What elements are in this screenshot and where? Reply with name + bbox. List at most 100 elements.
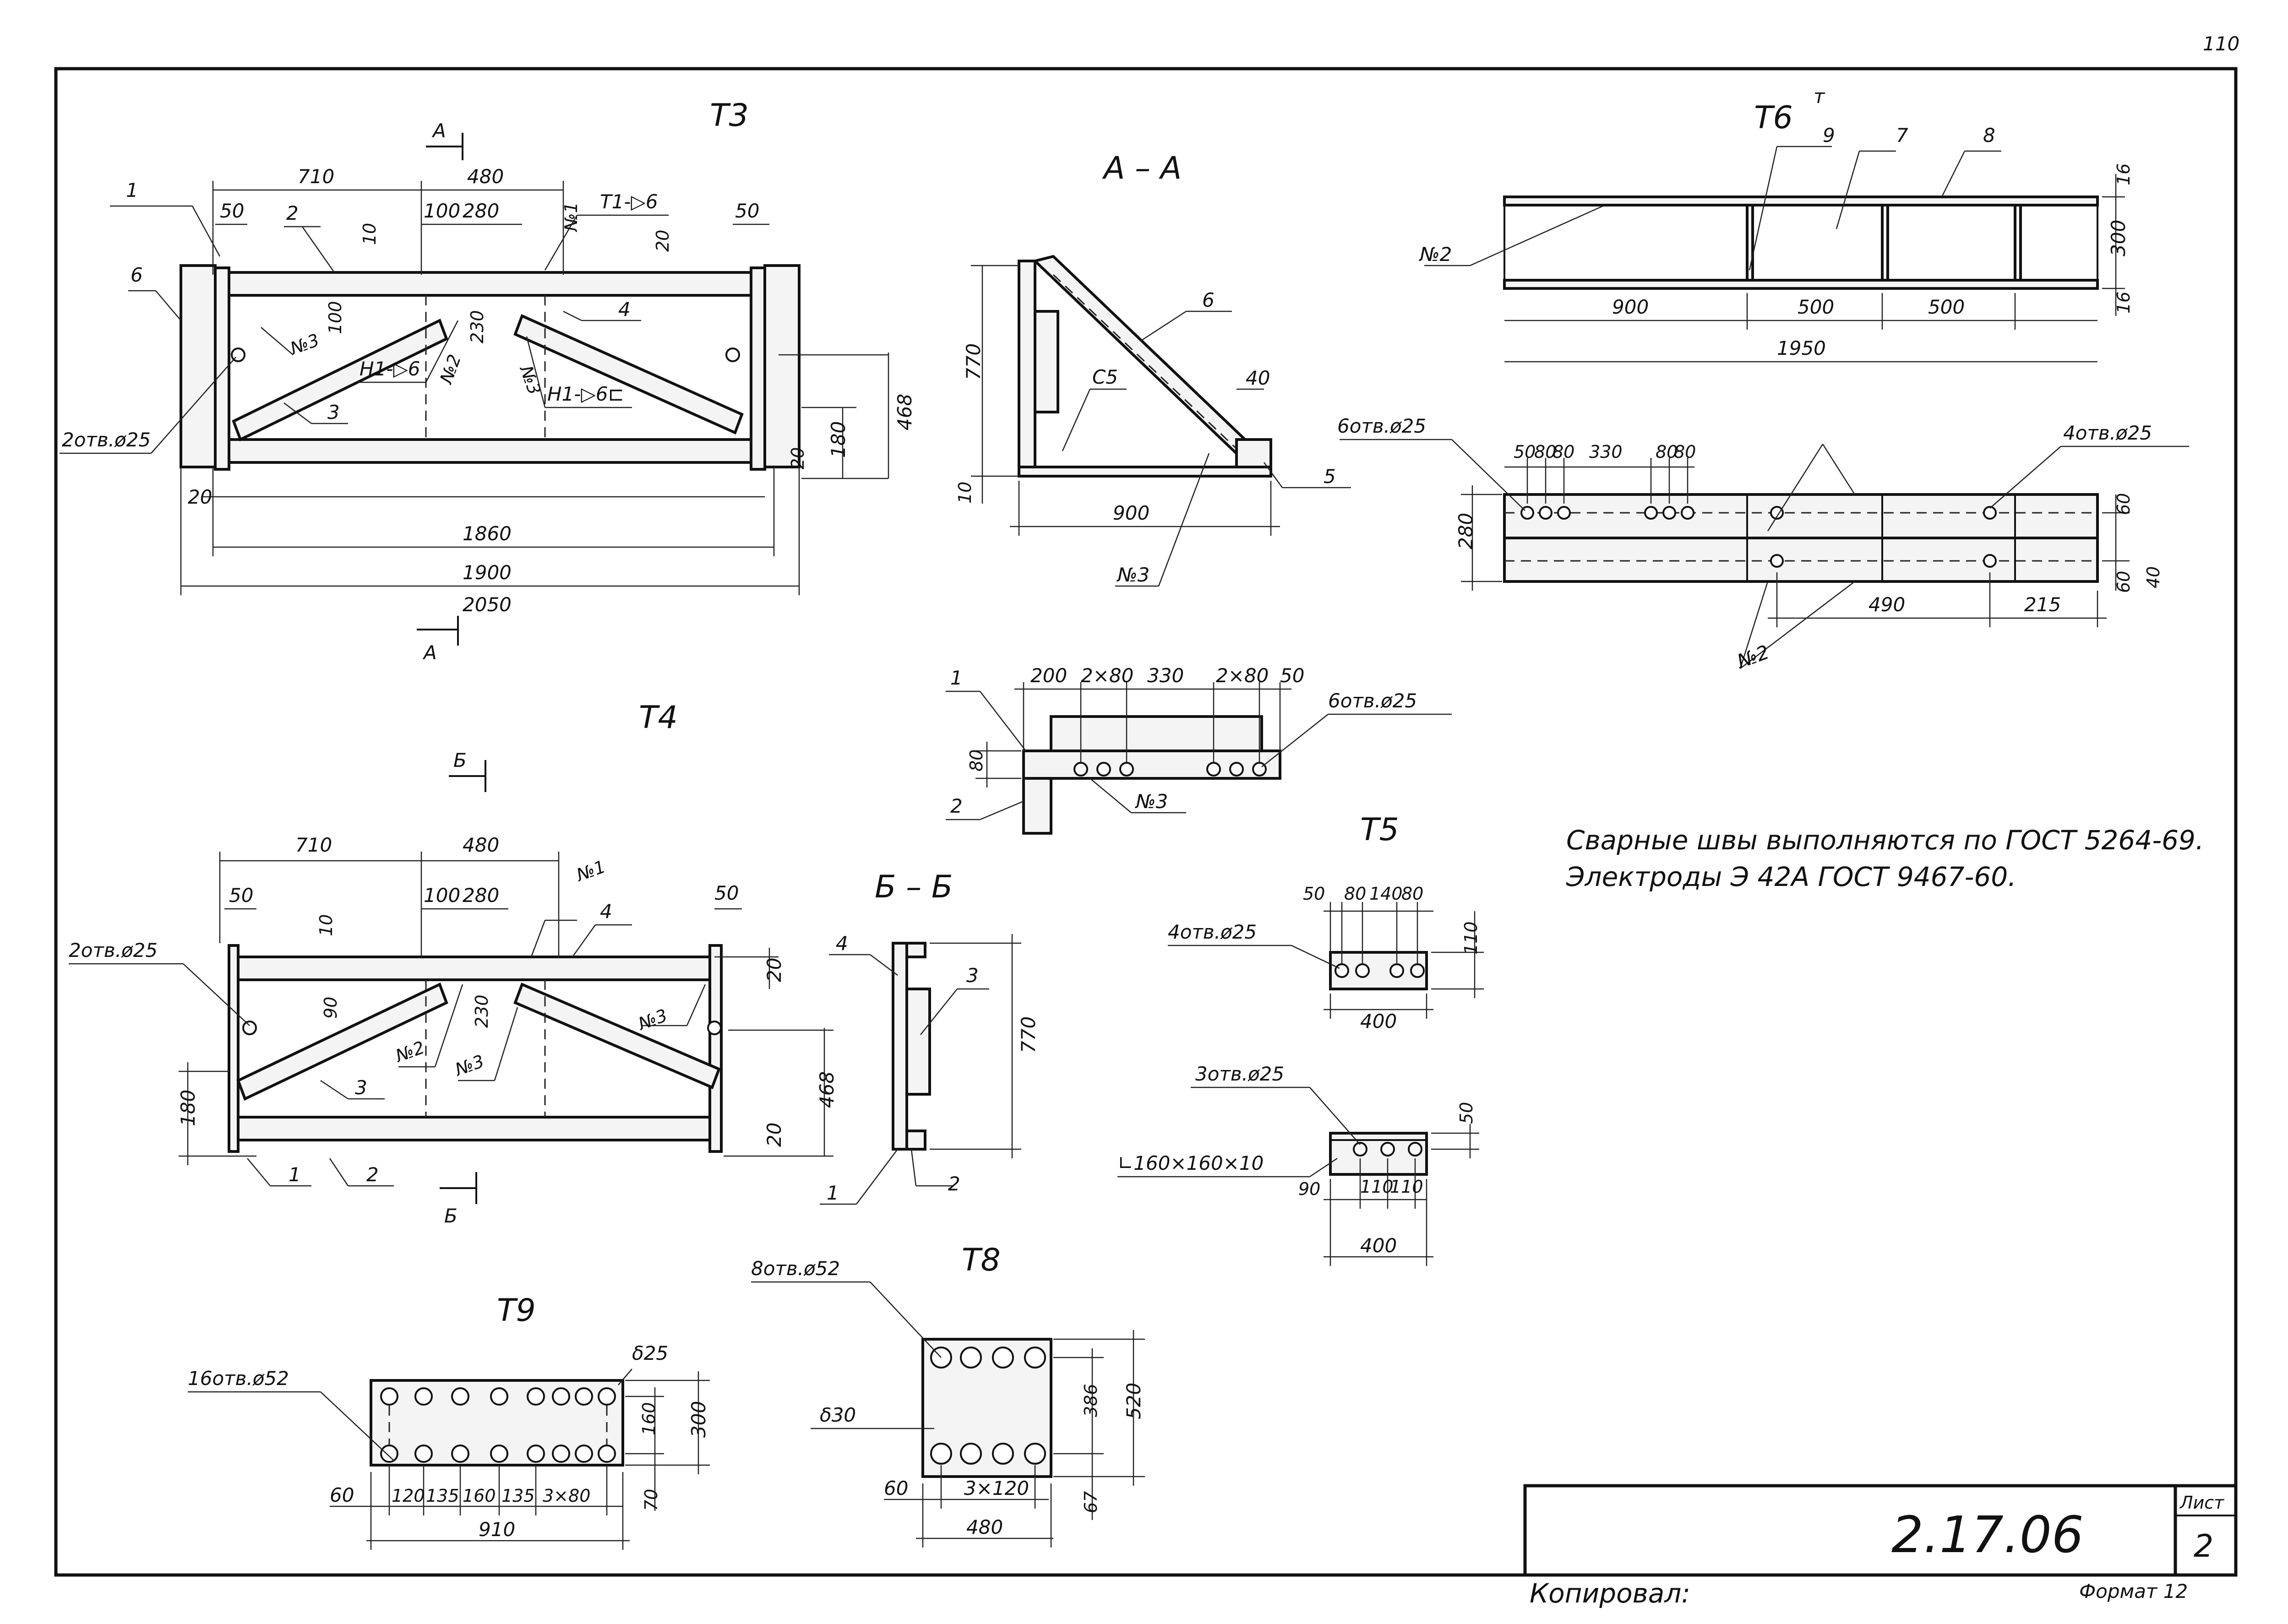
t9-hole-1 <box>380 1387 398 1406</box>
t9-title: Т9 <box>497 1293 536 1329</box>
t8-hole-7 <box>992 1443 1014 1465</box>
t8-hole-8 <box>1024 1443 1046 1465</box>
t6-label-n2-top: №2 <box>1419 243 1452 266</box>
bb-label-2: 2 <box>948 1173 960 1195</box>
t3-brace-right <box>513 314 744 435</box>
aa-dim-40: 40 <box>1246 367 1270 389</box>
t4-dim-180: 180 <box>177 1090 199 1126</box>
t3-dim-2050: 2050 <box>463 593 512 616</box>
t8-hole-5 <box>930 1443 952 1465</box>
t3-hole-right <box>725 348 740 362</box>
t5-hole-2 <box>1355 963 1370 978</box>
t9-dim-60: 60 <box>330 1484 354 1506</box>
aa-plate5 <box>1235 438 1272 468</box>
t5-assembly: Т5 50 80 140 80 110 400 4отв.ø25 <box>1117 812 1484 1266</box>
t4-dim-20-bottom: 20 <box>763 1123 785 1147</box>
section-aa: А – А 770 10 900 40 С5 6 5 №3 <box>955 150 1351 587</box>
angle-label-1: 1 <box>950 667 963 689</box>
t3-dim-710: 710 <box>298 165 334 188</box>
t3-dim-10: 10 <box>360 223 380 245</box>
t4-brace-left <box>236 982 448 1101</box>
t6-label-8: 8 <box>1983 124 1995 147</box>
t9-dim-135b: 135 <box>501 1486 535 1506</box>
t6-hole-2 <box>1539 506 1553 520</box>
t3-dim-100-v: 100 <box>325 301 345 334</box>
t3-beam-top <box>228 271 752 297</box>
note-line-2: Электроды Э 42А ГОСТ 9467-60. <box>1566 861 2016 892</box>
t3-beam-bottom <box>228 438 752 464</box>
t5-dim-110a: 110 <box>1360 1177 1394 1197</box>
t9-hole-15 <box>575 1445 593 1463</box>
t9-hole-5 <box>527 1387 545 1406</box>
bb-bottom <box>905 1130 926 1151</box>
t4-label-3: 3 <box>355 1076 367 1099</box>
t4-beam-bottom <box>237 1116 711 1141</box>
t8-dim-3x120: 3×120 <box>964 1477 1029 1499</box>
t9-hole-12 <box>490 1445 508 1463</box>
t6-hole-9 <box>1983 506 1997 520</box>
angle-top-flange <box>1050 715 1263 752</box>
t6-dim-215: 215 <box>2024 593 2061 616</box>
t3-label-4: 4 <box>618 298 631 320</box>
t6-dim-40: 40 <box>2143 566 2163 588</box>
t6-label-holes4: 4отв.ø25 <box>2063 422 2152 444</box>
t6-dim-900: 900 <box>1612 296 1649 318</box>
t9-dim-910: 910 <box>479 1518 515 1541</box>
t8-dim-480: 480 <box>966 1516 1003 1538</box>
t4-dim-710: 710 <box>295 834 332 856</box>
t4-dim-90: 90 <box>321 997 341 1019</box>
angle-dim-50: 50 <box>1280 664 1304 687</box>
t3-label-2: 2 <box>286 202 299 224</box>
t3-dim-20-right: 20 <box>788 447 808 469</box>
t6-label-7: 7 <box>1896 124 1908 147</box>
t3-dim-50-left: 50 <box>220 200 244 222</box>
t6-hole-8 <box>1770 554 1784 568</box>
t6-assembly: Т6 т 16 300 16 900 500 500 1950 9 7 8 №2 <box>1337 85 2189 673</box>
t6-label-9: 9 <box>1823 124 1835 147</box>
t4-dim-10: 10 <box>316 914 336 936</box>
t4-dim-480: 480 <box>463 834 499 856</box>
t3-dim-180: 180 <box>827 421 850 458</box>
t5-dim-400b: 400 <box>1360 1234 1397 1257</box>
t4-hole-right <box>707 1021 722 1035</box>
aa-label-6: 6 <box>1202 289 1215 311</box>
t4-beam-top <box>237 956 711 981</box>
t8-plate: Т8 386 520 60 3×120 67 480 8отв.ø52 δ30 <box>751 1242 1145 1548</box>
t6-dim-80d: 80 <box>1674 442 1696 462</box>
stamp-sheet-label: Лист <box>2179 1493 2225 1513</box>
t9-holes <box>380 1387 616 1463</box>
t5-dim-110b: 110 <box>1390 1177 1423 1197</box>
t3-label-holes: 2отв.ø25 <box>62 429 151 451</box>
title-stamp: 2.17.06 Лист 2 <box>1523 1484 2238 1577</box>
t5-dim-140: 140 <box>1369 884 1403 904</box>
t6-dim-1950: 1950 <box>1777 337 1826 359</box>
t9-dim-160b: 160 <box>463 1486 496 1506</box>
t8-hole-2 <box>960 1347 982 1369</box>
t4-dim-20-top: 20 <box>763 958 785 982</box>
t3-dim-1860: 1860 <box>463 522 512 545</box>
t4-label-n3-right: №3 <box>635 1005 670 1034</box>
t9-hole-6 <box>552 1387 570 1406</box>
t5-label-holes4: 4отв.ø25 <box>1168 921 1257 943</box>
angle-dim-2x80a: 2×80 <box>1081 664 1133 687</box>
t3-dim-468: 468 <box>893 394 916 430</box>
note-line-1: Сварные швы выполняются по ГОСТ 5264-69. <box>1566 825 2204 856</box>
angle-hole-4 <box>1206 762 1221 777</box>
aa-channel <box>1018 260 1036 475</box>
t5-dim-110: 110 <box>1461 921 1481 955</box>
footer-copied: Копировал: <box>1530 1578 1690 1609</box>
bb-label-3: 3 <box>966 964 979 987</box>
t4-label-1: 1 <box>289 1163 301 1186</box>
t9-hole-8 <box>598 1387 616 1406</box>
t3-label-n1: №1 <box>561 202 581 232</box>
t6-dim-16-bottom: 16 <box>2114 292 2134 314</box>
t9-dim-3x80: 3×80 <box>543 1486 590 1506</box>
angle-label-n3: №3 <box>1135 790 1168 813</box>
t8-dim-67: 67 <box>1081 1491 1101 1513</box>
t6-rib-2 <box>1881 204 1889 282</box>
t8-hole-3 <box>992 1347 1014 1369</box>
t9-hole-3 <box>451 1387 469 1406</box>
t9-hole-7 <box>575 1387 593 1406</box>
angle-label-holes: 6отв.ø25 <box>1328 690 1417 712</box>
t8-label-holes: 8отв.ø52 <box>751 1257 840 1280</box>
